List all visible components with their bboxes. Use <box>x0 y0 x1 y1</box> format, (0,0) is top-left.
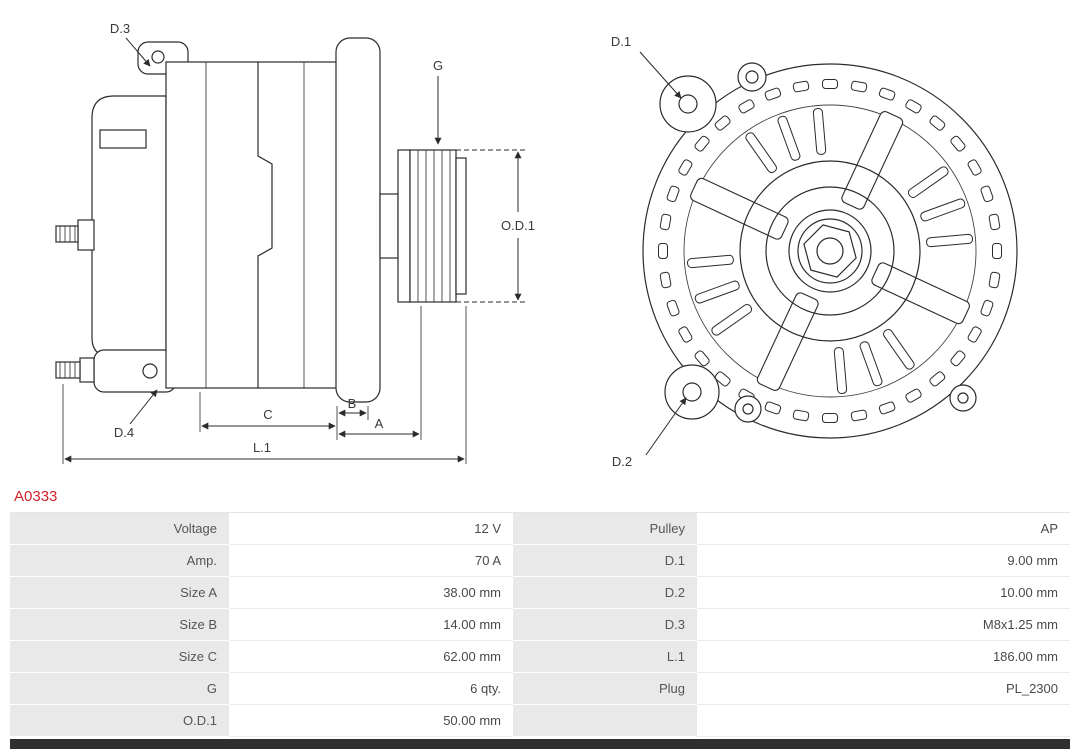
spec-label-cell: Size A <box>10 577 229 609</box>
dim-label-d1: D.1 <box>611 34 631 49</box>
spec-value-cell: 50.00 mm <box>229 705 513 737</box>
dim-label-l1: L.1 <box>253 440 271 455</box>
dim-label-g: G <box>433 58 443 73</box>
dim-label-od1: O.D.1 <box>501 218 535 233</box>
dim-label-b: B <box>348 396 357 411</box>
spec-label-cell: D.2 <box>513 577 697 609</box>
spec-label-cell: Pulley <box>513 513 697 545</box>
spec-label-cell: Plug <box>513 673 697 705</box>
spec-label-cell: G <box>10 673 229 705</box>
front-view-drawing: D.1 D.2 <box>611 34 1018 469</box>
spec-value-cell: 10.00 mm <box>697 577 1070 609</box>
spec-value-cell: 62.00 mm <box>229 641 513 673</box>
spec-table: Voltage 12 V Pulley AP Amp. 70 A D.1 9.0… <box>10 512 1070 737</box>
spec-value-cell: 186.00 mm <box>697 641 1070 673</box>
spec-label-cell: Voltage <box>10 513 229 545</box>
dim-label-d2: D.2 <box>612 454 632 469</box>
pulley-outer-rim <box>739 160 921 342</box>
technical-drawing-area: D.3 G O.D.1 D.4 C B A L.1 D.1 <box>55 21 1018 469</box>
spec-label-cell: L.1 <box>513 641 697 673</box>
spec-label-cell <box>513 705 697 737</box>
spec-value-cell: AP <box>697 513 1070 545</box>
side-dimension-lines <box>62 37 526 464</box>
spec-label-cell: Size B <box>10 609 229 641</box>
spec-value-cell: PL_2300 <box>697 673 1070 705</box>
spec-label-cell: D.1 <box>513 545 697 577</box>
radial-vent-slats <box>686 107 974 395</box>
lower-mounting-lug <box>93 349 177 393</box>
spec-value-cell: 12 V <box>229 513 513 545</box>
spec-value-cell: 6 qty. <box>229 673 513 705</box>
alternator-diagram: D.3 G O.D.1 D.4 C B A L.1 D.1 <box>55 21 1018 469</box>
spec-value-cell: M8x1.25 mm <box>697 609 1070 641</box>
spec-value-cell: 38.00 mm <box>229 577 513 609</box>
spec-label-cell: D.3 <box>513 609 697 641</box>
pulley-side-view <box>397 149 467 303</box>
side-view-drawing: D.3 G O.D.1 D.4 C B A L.1 <box>55 21 535 464</box>
spec-value-cell <box>697 705 1070 737</box>
spec-label-cell: O.D.1 <box>10 705 229 737</box>
outer-vent-ring <box>658 79 1002 423</box>
dim-label-d4: D.4 <box>114 425 134 440</box>
spec-label-cell: Size C <box>10 641 229 673</box>
bottom-section-bar <box>10 739 1070 749</box>
fan-spokes <box>690 111 970 391</box>
dim-label-d3: D.3 <box>110 21 130 36</box>
product-code: A0333 <box>14 488 58 505</box>
spec-value-cell: 9.00 mm <box>697 545 1070 577</box>
dim-label-c: C <box>263 407 272 422</box>
spec-label-cell: Amp. <box>10 545 229 577</box>
spec-value-cell: 70 A <box>229 545 513 577</box>
terminal-stud <box>77 219 95 251</box>
dim-label-a: A <box>375 416 384 431</box>
spec-value-cell: 14.00 mm <box>229 609 513 641</box>
